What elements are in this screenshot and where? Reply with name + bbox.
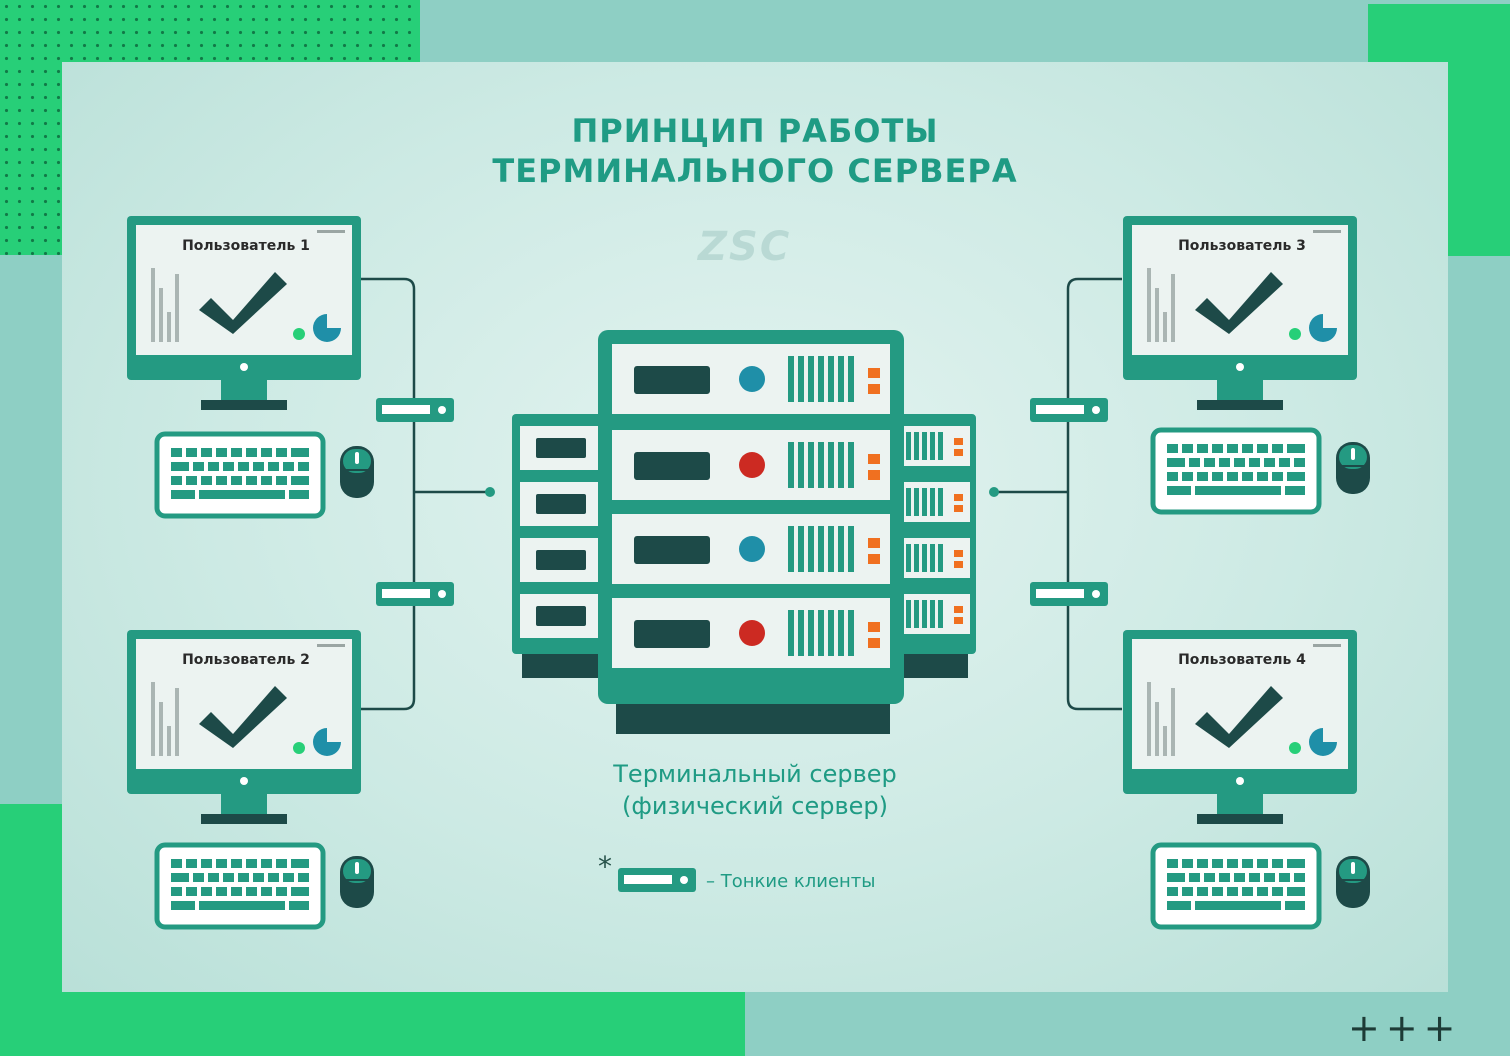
workstation-user-2 <box>127 630 375 927</box>
status-led <box>739 536 765 562</box>
thin-client-icon <box>376 582 454 606</box>
connection-lines <box>360 277 1122 711</box>
thin-client-icon <box>376 398 454 422</box>
keyboard-icon <box>1153 845 1319 927</box>
keyboard-icon <box>1153 430 1319 512</box>
left-bus-line <box>360 277 416 711</box>
legend-thin-client-icon <box>618 868 696 892</box>
server-caption-line-2: (физический сервер) <box>621 792 888 820</box>
terminal-server-icon <box>512 330 976 734</box>
server-caption-line-1: Терминальный сервер <box>613 760 897 788</box>
decorative-plus-marks: +++ <box>1348 1006 1462 1050</box>
workstation-user-1 <box>127 216 375 516</box>
keyboard-icon <box>157 845 323 927</box>
legend-text: – Тонкие клиенты <box>706 871 876 892</box>
diagram-title-line-2: ТЕРМИНАЛЬНОГО СЕРВЕРА <box>492 152 1018 190</box>
status-led <box>739 452 765 478</box>
thin-client-icon <box>1030 582 1108 606</box>
keyboard-icon <box>157 434 323 516</box>
mouse-icon <box>1335 441 1371 495</box>
status-led <box>739 366 765 392</box>
left-link-dot <box>485 487 495 497</box>
user-label-1: Пользователь 1 <box>182 238 310 254</box>
workstation-user-3 <box>1123 216 1371 512</box>
mouse-icon <box>339 445 375 499</box>
user-label-4: Пользователь 4 <box>1178 652 1306 668</box>
logo-watermark: ZSC <box>698 224 792 270</box>
status-led <box>739 620 765 646</box>
mouse-icon <box>339 855 375 909</box>
workstation-user-4 <box>1123 630 1371 927</box>
legend-marker: * <box>598 850 612 883</box>
mouse-icon <box>1335 855 1371 909</box>
right-bus-line <box>1066 277 1122 711</box>
diagram-title-line-1: ПРИНЦИП РАБОТЫ <box>571 112 939 150</box>
right-link-dot <box>989 487 999 497</box>
thin-client-icon <box>1030 398 1108 422</box>
user-label-3: Пользователь 3 <box>1178 238 1306 254</box>
user-label-2: Пользователь 2 <box>182 652 310 668</box>
